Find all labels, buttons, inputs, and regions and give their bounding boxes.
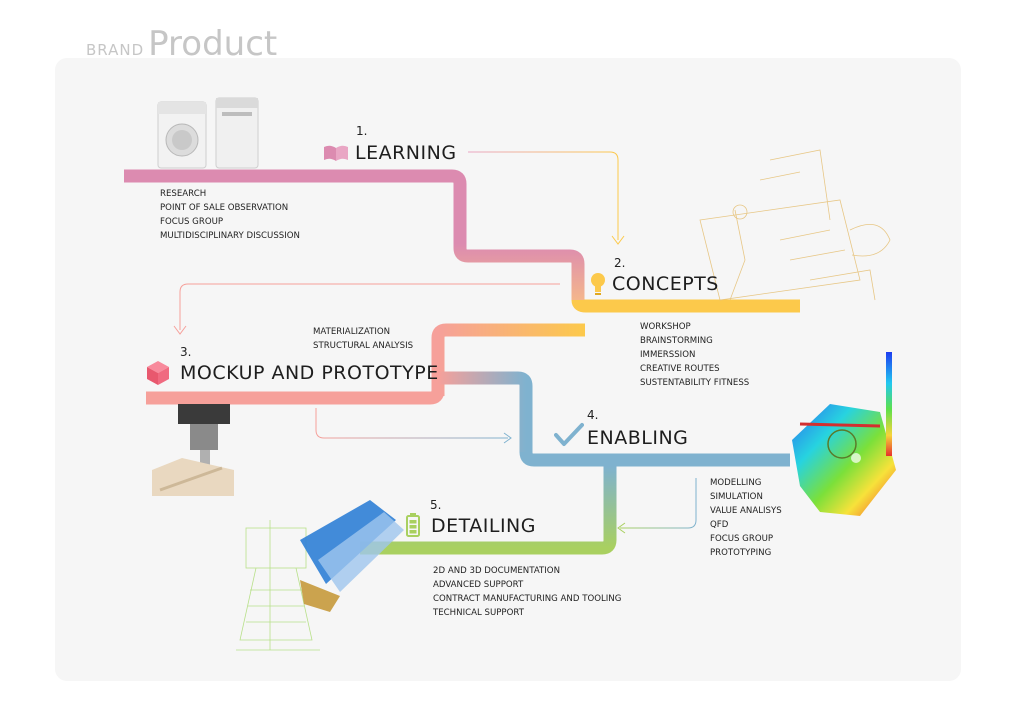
open-book-icon [324, 145, 348, 161]
list-item: PROTOTYPING [710, 548, 772, 558]
stage-4-number: 4. [587, 408, 599, 422]
list-item: WORKSHOP [640, 322, 691, 332]
list-item: SUSTENTABILITY FITNESS [640, 378, 750, 388]
list-item: QFD [710, 520, 729, 530]
flow-path [124, 169, 800, 555]
stage-2-title: CONCEPTS [612, 273, 719, 295]
path-concepts [571, 298, 800, 313]
stage-5-list: 2D AND 3D DOCUMENTATION ADVANCED SUPPORT… [433, 564, 621, 620]
list-item: ADVANCED SUPPORT [433, 580, 524, 590]
list-item: CONTRACT MANUFACTURING AND TOOLING [433, 594, 622, 604]
list-item: MATERIALIZATION [313, 327, 391, 337]
product-label: Product [148, 24, 278, 64]
arrow-enabling-detailing [620, 478, 697, 529]
list-item: MODELLING [710, 478, 762, 488]
list-item: SIMULATION [710, 492, 763, 502]
arrow-concepts-mockup [179, 283, 560, 330]
list-item: FOCUS GROUP [160, 217, 224, 227]
stage-3-title: MOCKUP AND PROTOTYPE [180, 362, 439, 384]
list-item: MULTIDISCIPLINARY DISCUSSION [160, 231, 300, 241]
stage-3-list: MATERIALIZATION STRUCTURAL ANALYSIS [313, 325, 413, 353]
stage-1-number: 1. [356, 124, 368, 138]
path-concepts-mockup [431, 323, 585, 396]
connector-arrows [173, 151, 697, 534]
path-learning-concepts [453, 244, 585, 300]
cnc-drill-image [152, 404, 234, 496]
battery-icon [406, 513, 420, 537]
brand-label: BRAND [86, 41, 145, 59]
path-mockup [146, 389, 445, 405]
list-item: FOCUS GROUP [710, 534, 774, 544]
stage-4-list: MODELLING SIMULATION VALUE ANALISYS QFD … [710, 476, 782, 560]
lightbulb-icon [591, 273, 605, 295]
list-item: STRUCTURAL ANALYSIS [313, 341, 414, 351]
arrow-head-concepts [611, 235, 625, 245]
list-item: VALUE ANALISYS [710, 506, 782, 516]
cube-icon [147, 361, 169, 385]
stage-5-number: 5. [430, 498, 442, 512]
list-item: RESEARCH [160, 189, 207, 199]
stage-1-list: RESEARCH POINT OF SALE OBSERVATION FOCUS… [160, 187, 300, 243]
arrow-head-enabling [503, 432, 512, 444]
simulation-image [792, 352, 896, 516]
stage-4-title: ENABLING [587, 427, 689, 449]
sketch-image [699, 149, 891, 301]
stage-2-number: 2. [614, 256, 626, 270]
list-item: IMMERSSION [640, 350, 696, 360]
path-learning [124, 169, 467, 244]
arrow-head-detailing [617, 522, 626, 534]
technical-drawing-image [236, 500, 404, 651]
list-item: CREATIVE ROUTES [640, 364, 720, 374]
stage-1-title: LEARNING [355, 142, 457, 164]
washing-machines-image [157, 97, 259, 169]
list-item: TECHNICAL SUPPORT [433, 608, 524, 618]
stage-5-title: DETAILING [431, 515, 536, 537]
path-enabling-detailing [360, 466, 617, 555]
checkmark-icon [554, 423, 584, 446]
arrow-head-mockup [173, 325, 187, 335]
arrow-learning-concepts [468, 151, 619, 240]
stage-3-number: 3. [180, 345, 192, 359]
stage-2-list: WORKSHOP BRAINSTORMING IMMERSSION CREATI… [640, 320, 749, 390]
path-mockup-enabling [438, 371, 533, 452]
path-enabling [519, 451, 790, 467]
list-item: BRAINSTORMING [640, 336, 713, 346]
list-item: POINT OF SALE OBSERVATION [160, 203, 289, 213]
arrow-mockup-enabling [315, 408, 508, 439]
list-item: 2D AND 3D DOCUMENTATION [433, 566, 561, 576]
